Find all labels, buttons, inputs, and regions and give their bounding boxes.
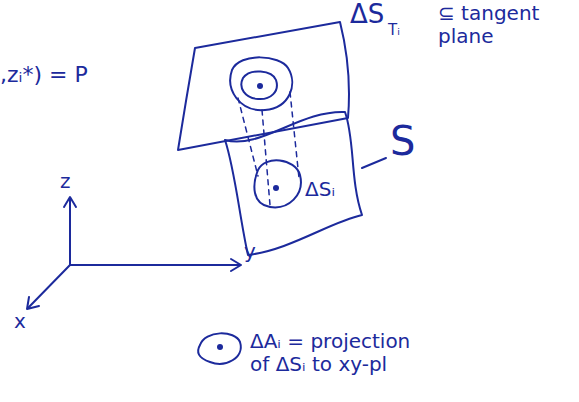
symbol-label: ΔS: [350, 0, 384, 30]
axes: [27, 197, 241, 309]
projection-note: ΔAᵢ = projection of ΔSᵢ to xy-pl: [250, 330, 421, 376]
leader-line: [362, 158, 386, 168]
point-label: ,zᵢ*) = P: [0, 62, 88, 87]
axis-label: x: [14, 310, 26, 333]
patch-on-surface: [254, 160, 300, 207]
subscript-label: Tᵢ: [388, 22, 400, 39]
point-dot: [257, 83, 263, 89]
surface-label: S: [390, 118, 415, 164]
point-dot: [217, 344, 223, 350]
axis-label: y: [244, 240, 256, 263]
axis-label: z: [60, 170, 71, 193]
projection-lines: [238, 92, 299, 205]
point-dot: [273, 185, 279, 191]
projected-patch: [198, 333, 241, 363]
patch-label: ΔSᵢ: [305, 178, 335, 201]
inner-patch: [241, 71, 277, 99]
tangent-note: ⊆ tangent plane: [438, 2, 540, 48]
surface: [225, 112, 362, 255]
